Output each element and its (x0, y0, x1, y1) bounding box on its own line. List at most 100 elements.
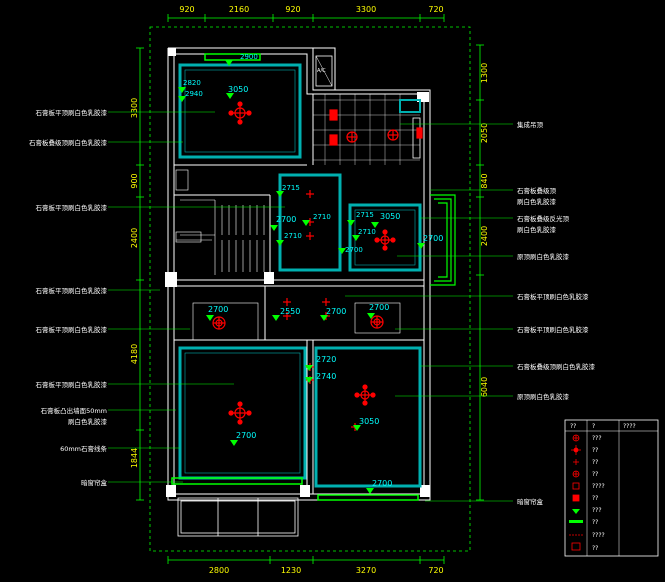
ac-unit: A/C (315, 55, 333, 87)
legend-square-lamp-icon (572, 494, 580, 502)
dim-top-1: 920 (179, 5, 194, 14)
legend-exhaust-icon (571, 542, 581, 551)
height-2700-e: 2700 (326, 307, 346, 316)
height-2940: 2940 (185, 90, 203, 98)
right-label-9: 石膏板叠级顶刷白色乳胶漆 (517, 362, 596, 371)
spot-light-icon (322, 298, 330, 306)
legend-ceiling-lamp-icon (572, 434, 580, 442)
right-annotations: 集成吊顶 石膏板叠级顶 刷白色乳胶漆 石膏板叠级反光顶 刷白色乳胶漆 原顶刷白色… (517, 120, 596, 506)
height-2700-f: 2700 (369, 303, 389, 312)
dim-right-3: 840 (480, 173, 489, 188)
dim-right-2: 2050 (480, 123, 489, 143)
dim-left-3: 2400 (130, 228, 139, 248)
height-2710-b: 2710 (284, 232, 302, 240)
height-2715-a: 2715 (282, 184, 300, 192)
left-label-2: 石膏板叠级顶刷白色乳胶漆 (29, 138, 108, 147)
height-3050-b: 3050 (380, 212, 400, 221)
bottom-dimension-line: 2800 1230 3270 720 (167, 556, 445, 575)
legend-row-8: ?? (592, 519, 598, 526)
bathroom-grid (313, 94, 420, 165)
top-dimension-line: 920 2160 920 3300 720 (167, 5, 445, 22)
left-label-5: 石膏板平顶刷白色乳胶漆 (36, 325, 108, 334)
legend-row-3: ?? (592, 459, 598, 466)
legend-spot-light-icon (573, 459, 579, 465)
chandelier-icon (354, 384, 376, 406)
legend-row-6: ?? (592, 495, 598, 502)
dim-bottom-4: 720 (428, 566, 443, 575)
height-2700-h: 2700 (372, 479, 392, 488)
dim-right-5: 6040 (480, 377, 489, 397)
bathroom-light-icon (346, 131, 358, 143)
height-markers (178, 60, 425, 494)
chandelier-icon (228, 401, 252, 425)
right-label-8: 石膏板平顶刷白色乳胶漆 (517, 325, 589, 334)
height-2700-g: 2700 (236, 431, 256, 440)
height-2740: 2740 (316, 372, 336, 381)
spot-light-icon (283, 298, 291, 306)
legend-row-2: ?? (592, 447, 598, 454)
legend-bathroom-light-icon (572, 470, 580, 478)
height-2720: 2720 (316, 355, 336, 364)
plan-frame (149, 26, 471, 552)
balcony (177, 497, 299, 537)
legend-strip-icon (569, 520, 583, 523)
chandelier-icon (228, 101, 252, 125)
ceiling-lamp-icon (370, 315, 384, 329)
height-2700-b: 2700 (423, 234, 443, 243)
right-label-2: 石膏板叠级顶 (517, 186, 557, 195)
legend-row-9: ???? (592, 532, 605, 539)
staircase (175, 169, 265, 275)
spot-light-icon (306, 190, 314, 198)
height-3050-c: 3050 (359, 417, 379, 426)
bathroom-vent (399, 99, 421, 113)
spot-light-icon (306, 232, 314, 240)
legend-row-7: ??? (592, 507, 602, 514)
left-label-9: 60mm石膏线条 (60, 444, 107, 453)
dim-bottom-1: 2800 (209, 566, 229, 575)
spot-light-icon (283, 312, 291, 320)
legend-row-5: ???? (592, 483, 605, 490)
height-2820: 2820 (183, 79, 201, 87)
right-label-1: 集成吊顶 (517, 120, 544, 129)
left-dimension-line: 3300 900 2400 4180 1844 (130, 47, 144, 501)
legend-header-name: ? (592, 423, 595, 430)
left-annotations: 石膏板平顶刷白色乳胶漆 石膏板叠级顶刷白色乳胶漆 石膏板平顶刷白色乳胶漆 石膏板… (29, 108, 108, 487)
legend-header-note: ???? (623, 423, 636, 430)
dim-top-4: 3300 (356, 5, 376, 14)
right-label-11: 暗窗帘盒 (517, 497, 544, 506)
right-dimension-line: 1300 2050 840 2400 6040 (476, 44, 489, 501)
height-2710-c: 2710 (358, 228, 376, 236)
height-2715-b: 2715 (356, 211, 374, 219)
height-2700-a: 2700 (276, 215, 296, 224)
dim-bottom-3: 3270 (356, 566, 376, 575)
chandelier-icon (374, 229, 396, 251)
right-label-6: 原顶刷白色乳胶漆 (517, 252, 570, 261)
dim-top-3: 920 (285, 5, 300, 14)
ac-label: A/C (317, 68, 326, 74)
legend-row-10: ?? (592, 545, 598, 552)
wall-pillars (165, 48, 430, 497)
left-label-10: 暗窗帘盒 (81, 478, 108, 487)
dim-left-5: 1844 (130, 448, 139, 468)
ceiling-trays (178, 63, 422, 488)
legend-chandelier-icon (571, 445, 581, 455)
dim-left-2: 900 (130, 173, 139, 188)
dim-right-4: 2400 (480, 226, 489, 246)
left-label-6: 石膏板平顶刷白色乳胶漆 (36, 380, 108, 389)
legend-height-marker-icon (572, 509, 580, 514)
height-2700-c: 2700 (345, 246, 363, 254)
height-labels: 2900 2820 2940 3050 2715 2700 2710 2710 … (183, 53, 443, 488)
right-label-10: 原顶刷白色乳胶漆 (517, 392, 570, 401)
right-label-5: 刷白色乳胶漆 (517, 225, 557, 234)
bathroom-light-icon (387, 129, 399, 141)
left-label-8: 刷白色乳胶漆 (68, 417, 108, 426)
ceiling-lamp-icon (212, 316, 226, 330)
right-label-4: 石膏板叠级反光顶 (517, 214, 570, 223)
right-label-3: 刷白色乳胶漆 (517, 197, 557, 206)
dim-top-5: 720 (428, 5, 443, 14)
legend-row-1: ??? (592, 435, 602, 442)
height-3050-a: 3050 (228, 85, 248, 94)
dim-left-4: 4180 (130, 344, 139, 364)
legend-panel-light-icon (572, 482, 580, 490)
